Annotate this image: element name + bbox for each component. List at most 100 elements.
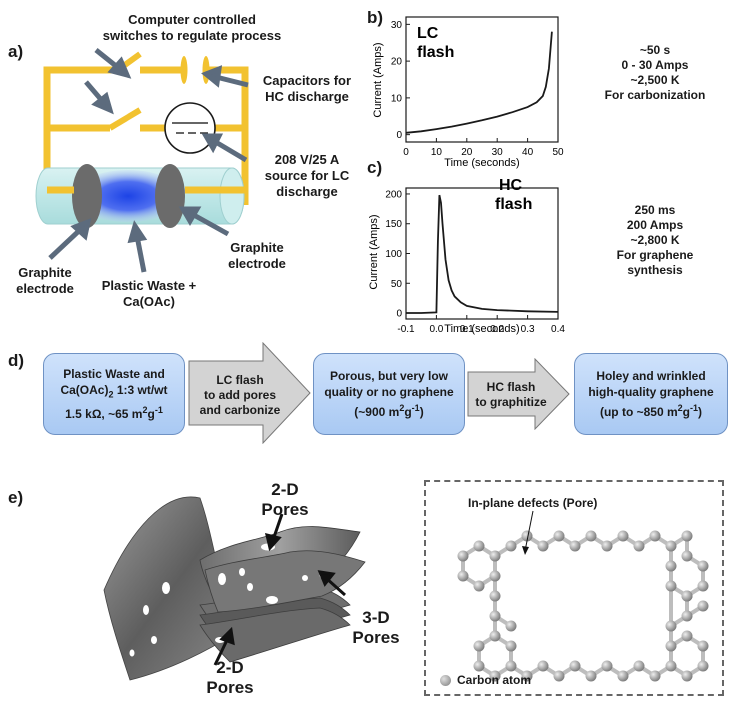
carbon-atom [665, 660, 677, 672]
carbon-atom [489, 550, 501, 562]
x-tick-label: 40 [522, 147, 534, 158]
arrow-hc-flash-label: HC flash to graphitize [475, 380, 547, 409]
switch-bottom [108, 107, 142, 131]
holey-graphene-illustration [103, 496, 366, 681]
carbon-atom [697, 660, 709, 672]
flow-step-feedstock: Plastic Waste and Ca(OAc)2 1:3 wt/wt 1.5… [43, 353, 185, 435]
y-tick-label: 150 [385, 219, 402, 230]
carbon-atom [601, 540, 613, 552]
carbon-atom [617, 530, 629, 542]
carbon-atom [697, 580, 709, 592]
graphite-right-label: Graphite electrode [228, 240, 286, 271]
carbon-atom [665, 620, 677, 632]
carbon-atom [633, 660, 645, 672]
carbon-atom [585, 530, 597, 542]
arrow-lc-flash-label: LC flash to add pores and carbonize [199, 373, 281, 417]
carbon-atom [681, 550, 693, 562]
carbon-atom [681, 670, 693, 682]
y-tick-label: 30 [391, 20, 403, 31]
defect-label: In-plane defects (Pore) [468, 496, 598, 510]
dc-source-icon [164, 102, 216, 154]
lc-title-line1: LC [417, 25, 439, 42]
carbon-atom [489, 610, 501, 622]
carbon-atom [681, 530, 693, 542]
x-tick-label: 0.1 [460, 324, 474, 335]
carbon-atom [473, 660, 485, 672]
hc-title-line1: HC [499, 177, 523, 194]
carbon-atom [665, 640, 677, 652]
carbon-atom [521, 670, 533, 682]
graphite-electrode-left [72, 164, 102, 228]
carbon-atom [505, 660, 517, 672]
carbon-atom-legend: Carbon atom [440, 673, 531, 687]
carbon-atom [585, 670, 597, 682]
carbon-atom [681, 590, 693, 602]
hc-ylabel: Current (Amps) [368, 214, 380, 289]
carbon-atom [569, 660, 581, 672]
carbon-atom [457, 550, 469, 562]
panel-label-b: b) [367, 8, 384, 27]
carbon-atom [553, 530, 565, 542]
hc-title-line2: flash [495, 196, 532, 213]
carbon-atom [537, 660, 549, 672]
x-tick-label: 50 [552, 147, 564, 158]
flow-step-porous-carbon: Porous, but very low quality or no graph… [313, 353, 465, 435]
carbon-atom [489, 670, 501, 682]
x-tick-label: 10 [431, 147, 443, 158]
pointer-arrows [48, 48, 249, 273]
hc-current-trace [406, 194, 559, 314]
graphene-sheet-stack [199, 526, 366, 663]
y-tick-label: 20 [391, 57, 403, 68]
hc-xlabel: Time (seconds) [444, 323, 519, 335]
panel-label-c: c) [367, 158, 383, 177]
panel-label-a: a) [8, 42, 24, 61]
sample-label: Plastic Waste + Ca(OAc) [101, 278, 197, 309]
pore-arrows [213, 513, 347, 666]
carbon-atom [489, 590, 501, 602]
carbon-atom [649, 670, 661, 682]
x-tick-label: 0.0 [429, 324, 443, 335]
carbon-lattice [457, 510, 709, 682]
plot-frame [405, 16, 559, 143]
pores-2d-top-label: 2-D Pores [261, 480, 309, 519]
carbon-atom [665, 580, 677, 592]
carbon-atom [617, 670, 629, 682]
carbon-atom [553, 670, 565, 682]
carbon-atom [569, 540, 581, 552]
carbon-atom [665, 540, 677, 552]
carbon-atom [665, 560, 677, 572]
carbon-atom [489, 570, 501, 582]
pores-3d-label: 3-D Pores [352, 608, 400, 647]
carbon-atom [457, 570, 469, 582]
arrow-lc-flash [188, 342, 311, 444]
carbon-atom [473, 540, 485, 552]
y-tick-label: 10 [391, 93, 403, 104]
hc-notes: 250 ms 200 Amps ~2,800 K For graphene sy… [616, 203, 694, 277]
lattice-inset [424, 480, 724, 696]
x-tick-label: 0.2 [490, 324, 504, 335]
y-tick-label: 50 [391, 279, 403, 290]
carbon-atom [521, 530, 533, 542]
carbon-atom [601, 660, 613, 672]
panel-label-e: e) [8, 488, 24, 507]
carbon-atom-icon [440, 674, 451, 686]
carbon-atom [697, 640, 709, 652]
lc-current-trace [405, 31, 553, 134]
flow-step-holey-graphene: Holey and wrinkled high-quality graphene… [574, 353, 728, 435]
carbon-atom [697, 600, 709, 612]
x-tick-label: 0.3 [521, 324, 535, 335]
panel-label-d: d) [8, 351, 25, 370]
lc-notes: ~50 s 0 - 30 Amps ~2,500 K For carboniza… [604, 43, 706, 102]
carbon-atom [537, 540, 549, 552]
carbon-atom [697, 560, 709, 572]
capacitor-plate-left [180, 56, 188, 84]
graphite-left-label: Graphite electrode [16, 265, 74, 296]
lc-xlabel: Time (seconds) [444, 157, 519, 169]
y-tick-label: 200 [385, 189, 402, 200]
y-tick-label: 100 [385, 249, 402, 260]
capacitor-label: Capacitors for HC discharge [262, 73, 352, 104]
carbon-atom [681, 610, 693, 622]
source-label: 208 V/25 A source for LC discharge [264, 152, 350, 199]
